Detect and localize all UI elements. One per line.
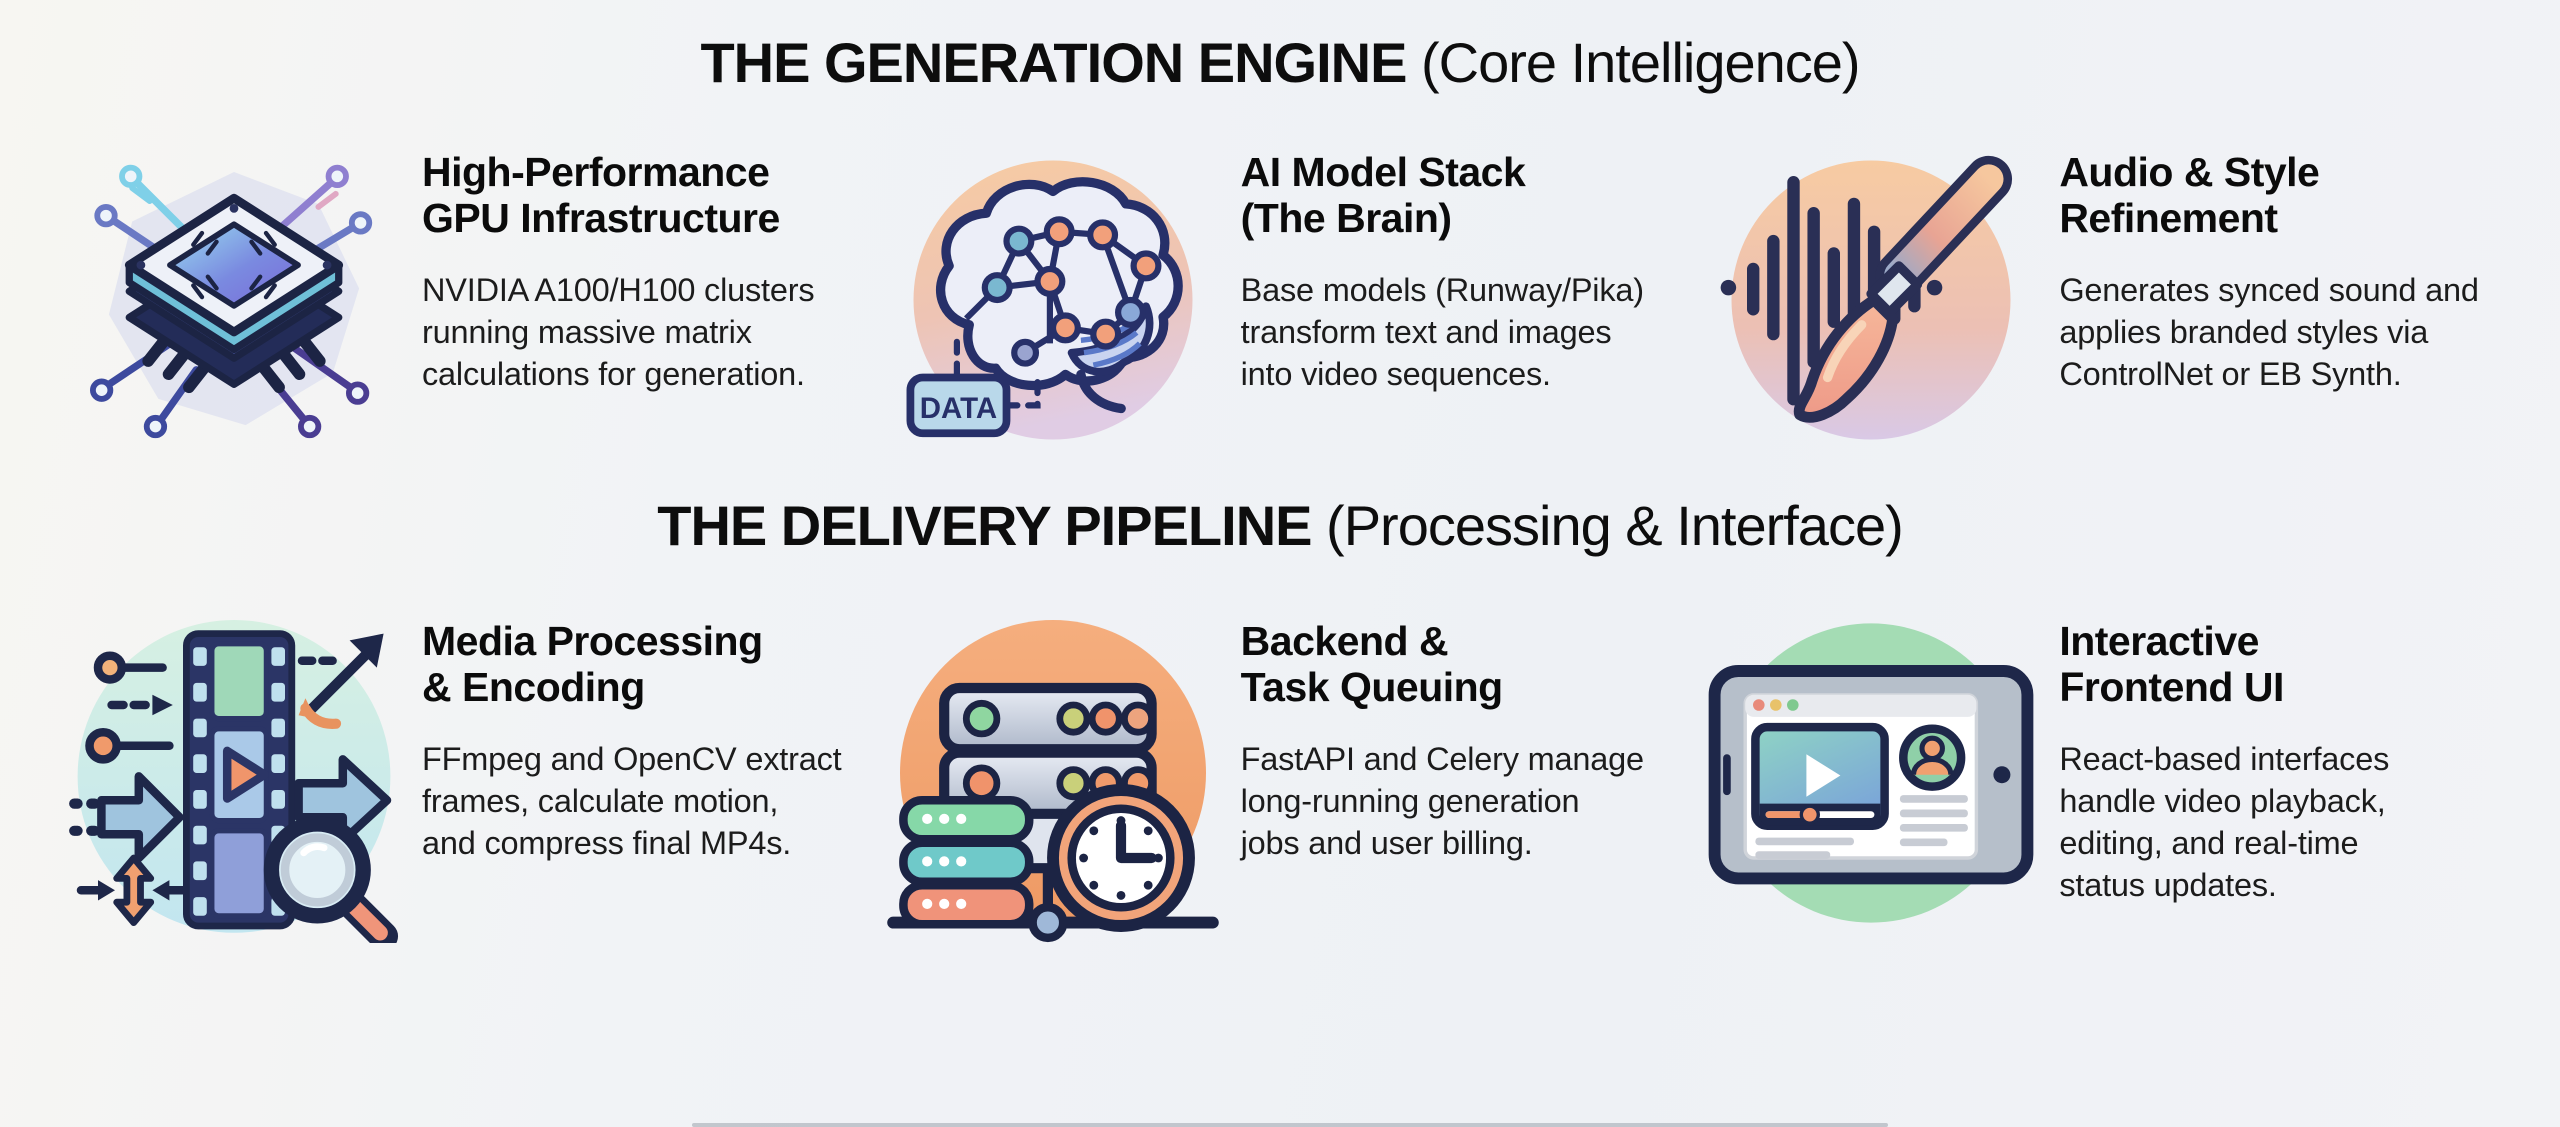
- film-strip-icon: [64, 608, 404, 943]
- avatar: [1899, 724, 1966, 791]
- feature-frontend-description: React-based interfaces handle video play…: [2059, 740, 2390, 904]
- feature-audio-title: Audio & Style Refinement: [2059, 149, 2320, 242]
- generation-title-bold: THE GENERATION ENGINE: [700, 31, 1407, 94]
- data-box: [906, 373, 1011, 438]
- feature-media-title: Media Processing & Encoding: [422, 618, 763, 711]
- generation-title-light: (Core Intelligence): [1406, 31, 1861, 94]
- feature-backend-queue: Backend & Task Queuing FastAPI and Celer…: [883, 608, 1678, 978]
- brain-stem: [1075, 369, 1126, 414]
- gpu-chip-icon-svg: [90, 164, 373, 439]
- audio-brush-icon-svg: [1720, 155, 2013, 440]
- feature-ai-text: AI Model Stack (The Brain) Base models (…: [1241, 139, 1644, 395]
- feature-ai-description: Base models (Runway/Pika) transform text…: [1240, 271, 1644, 393]
- server-queue-icon-svg: [886, 620, 1219, 943]
- paintbrush: [1794, 155, 2013, 423]
- feature-gpu-title: High-Performance GPU Infrastructure: [422, 149, 780, 242]
- play-triangle: [222, 746, 269, 803]
- right-arrows: [294, 633, 392, 846]
- delivery-title-bold: THE DELIVERY PIPELINE: [657, 494, 1312, 557]
- data-connectors: [953, 337, 1041, 409]
- generation-row: High-Performance GPU Infrastructure NVID…: [0, 139, 2560, 489]
- feature-gpu-description: NVIDIA A100/H100 clusters running massiv…: [422, 271, 815, 393]
- camera-dot: [1993, 766, 2011, 784]
- feature-frontend-ui: Interactive Frontend UI React-based inte…: [1701, 608, 2496, 978]
- browser-bar: [1745, 694, 1977, 717]
- drive-stack: [898, 795, 1034, 929]
- clock: [1046, 784, 1195, 932]
- feature-audio-description: Generates synced sound and applies brand…: [2059, 271, 2479, 393]
- text-lines: [1755, 795, 1969, 859]
- video-player: [1751, 722, 1890, 830]
- feature-frontend-text: Interactive Frontend UI React-based inte…: [2059, 608, 2389, 907]
- play-triangle: [1806, 754, 1841, 797]
- frame-bottom: [209, 828, 269, 919]
- frontend-ui-icon: [1701, 608, 2041, 938]
- delivery-section-title: THE DELIVERY PIPELINE (Processing & Inte…: [0, 489, 2560, 558]
- feature-frontend-title: Interactive Frontend UI: [2059, 618, 2284, 711]
- magnifier: [263, 816, 399, 943]
- feature-media-processing: Media Processing & Encoding FFmpeg and O…: [64, 608, 859, 978]
- brush-head: [1794, 294, 1899, 423]
- feature-backend-text: Backend & Task Queuing FastAPI and Celer…: [1241, 608, 1644, 864]
- chip-screws: [136, 204, 332, 270]
- bottom-edge-line: [692, 1123, 1888, 1127]
- server-queue-icon: [883, 608, 1223, 943]
- frontend-ui-icon-svg: [1708, 623, 2034, 923]
- feature-gpu-infrastructure: High-Performance GPU Infrastructure NVID…: [64, 139, 859, 489]
- resize-arrow: [113, 854, 155, 926]
- left-arrows: [69, 651, 191, 926]
- data-box-label: DATA: [919, 392, 996, 425]
- audio-brush-icon: [1701, 139, 2041, 461]
- network-nodes: [981, 216, 1162, 367]
- chip-legs: [142, 334, 326, 394]
- gpu-chip-icon: [64, 139, 404, 461]
- feature-audio-style: Audio & Style Refinement Generates synce…: [1701, 139, 2496, 489]
- film-strip-icon-svg: [69, 620, 399, 943]
- seek-knob: [1799, 804, 1821, 825]
- feature-ai-title: AI Model Stack (The Brain): [1240, 149, 1526, 242]
- clock-hands: [1115, 820, 1157, 864]
- data-box-group: DATA: [906, 337, 1041, 438]
- feature-gpu-text: High-Performance GPU Infrastructure NVID…: [422, 139, 815, 395]
- delivery-row: Media Processing & Encoding FFmpeg and O…: [0, 608, 2560, 978]
- chip-pads: [191, 230, 277, 300]
- brain-network-icon-svg: DATA: [906, 160, 1193, 440]
- generation-section-title: THE GENERATION ENGINE (Core Intelligence…: [0, 0, 2560, 95]
- feature-backend-title: Backend & Task Queuing: [1240, 618, 1504, 711]
- frame-top: [209, 641, 269, 722]
- speaker-slot: [1723, 754, 1732, 796]
- feature-backend-description: FastAPI and Celery manage long-running g…: [1240, 740, 1644, 862]
- feature-audio-text: Audio & Style Refinement Generates synce…: [2059, 139, 2479, 395]
- feature-ai-model-stack: DATA AI Model Stack (The Brain) Base mod…: [883, 139, 1678, 489]
- feature-media-description: FFmpeg and OpenCV extract frames, calcul…: [422, 740, 842, 862]
- tablet: [1708, 665, 2034, 885]
- chip-body: [124, 193, 344, 394]
- delivery-title-light: (Processing & Interface): [1311, 494, 1904, 557]
- feature-media-text: Media Processing & Encoding FFmpeg and O…: [422, 608, 842, 864]
- drive-dots: [921, 813, 966, 909]
- brain-network-icon: DATA: [883, 139, 1223, 461]
